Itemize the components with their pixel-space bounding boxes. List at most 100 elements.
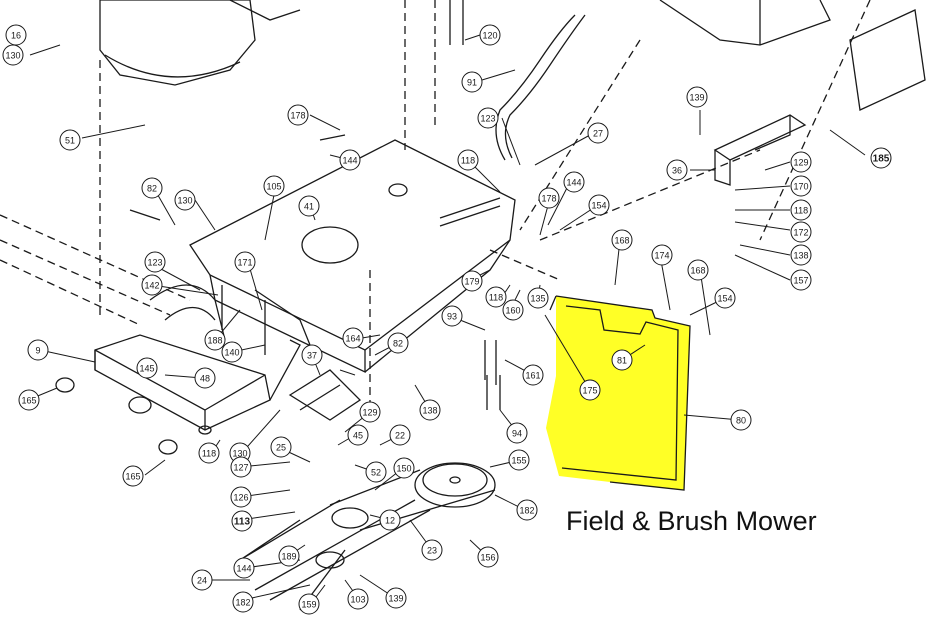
callout-150: 150 bbox=[393, 457, 415, 479]
callout-label: 168 bbox=[690, 266, 705, 276]
callout-circle bbox=[502, 299, 524, 321]
callout-circle bbox=[379, 509, 401, 531]
callout-circle bbox=[790, 151, 812, 173]
callout-123: 123 bbox=[477, 107, 499, 129]
callout-circle bbox=[204, 329, 226, 351]
callout-label: 37 bbox=[307, 351, 317, 361]
callout-circle bbox=[347, 588, 369, 610]
callout-circle bbox=[666, 159, 688, 181]
callout-label: 139 bbox=[388, 594, 403, 604]
callout-165: 165 bbox=[18, 389, 40, 411]
callout-circle bbox=[144, 251, 166, 273]
callout-circle bbox=[18, 389, 40, 411]
callout-label: 144 bbox=[236, 564, 251, 574]
callout-circle bbox=[790, 269, 812, 291]
callout-circle bbox=[790, 244, 812, 266]
callout-circle bbox=[506, 422, 528, 444]
callout-label: 160 bbox=[505, 306, 520, 316]
callout-circle bbox=[365, 461, 387, 483]
callout-label: 91 bbox=[467, 78, 477, 88]
callout-25: 25 bbox=[270, 436, 292, 458]
callout-label: 80 bbox=[736, 416, 746, 426]
callout-94: 94 bbox=[506, 422, 528, 444]
callout-129: 129 bbox=[790, 151, 812, 173]
callout-circle bbox=[611, 349, 633, 371]
callout-159: 159 bbox=[298, 593, 320, 615]
callout-label: 127 bbox=[233, 463, 248, 473]
callout-123: 123 bbox=[144, 251, 166, 273]
callout-113: 113 bbox=[231, 510, 253, 532]
callout-label: 52 bbox=[371, 468, 381, 478]
callout-label: 185 bbox=[873, 154, 890, 165]
callout-label: 182 bbox=[519, 506, 534, 516]
callout-circle bbox=[686, 86, 708, 108]
callout-139: 139 bbox=[686, 86, 708, 108]
callout-37: 37 bbox=[301, 344, 323, 366]
callout-118: 118 bbox=[457, 149, 479, 171]
callout-48: 48 bbox=[194, 367, 216, 389]
callout-label: 130 bbox=[232, 449, 247, 459]
callout-139: 139 bbox=[385, 587, 407, 609]
callout-154: 154 bbox=[714, 287, 736, 309]
callout-circle bbox=[122, 465, 144, 487]
callout-circle bbox=[270, 436, 292, 458]
callout-label: 140 bbox=[224, 348, 239, 358]
callout-label: 142 bbox=[144, 281, 159, 291]
callout-label: 174 bbox=[654, 251, 669, 261]
callout-182: 182 bbox=[232, 591, 254, 613]
callout-label: 9 bbox=[35, 346, 40, 356]
callout-circle bbox=[141, 274, 163, 296]
callout-circle bbox=[538, 187, 560, 209]
callout-circle bbox=[359, 401, 381, 423]
callout-145: 145 bbox=[136, 357, 158, 379]
callout-circle bbox=[730, 409, 752, 431]
callout-178: 178 bbox=[287, 104, 309, 126]
callout-51: 51 bbox=[59, 129, 81, 151]
callout-138: 138 bbox=[419, 399, 441, 421]
callout-41: 41 bbox=[298, 195, 320, 217]
callout-155: 155 bbox=[508, 449, 530, 471]
callout-label: 113 bbox=[234, 517, 251, 528]
callout-circle bbox=[232, 591, 254, 613]
callout-80: 80 bbox=[730, 409, 752, 431]
callout-label: 130 bbox=[5, 51, 20, 61]
callout-circle bbox=[441, 305, 463, 327]
callout-label: 41 bbox=[304, 202, 314, 212]
callout-label: 144 bbox=[566, 178, 581, 188]
callout-circle bbox=[389, 424, 411, 446]
callout-label: 182 bbox=[235, 598, 250, 608]
callout-label: 22 bbox=[395, 431, 405, 441]
callout-93: 93 bbox=[441, 305, 463, 327]
callout-label: 81 bbox=[617, 356, 627, 366]
callout-144: 144 bbox=[233, 557, 255, 579]
callout-12: 12 bbox=[379, 509, 401, 531]
callout-circle bbox=[221, 341, 243, 363]
callout-circle bbox=[174, 189, 196, 211]
callout-circle bbox=[579, 379, 601, 401]
callout-label: 118 bbox=[461, 156, 475, 166]
callout-118: 118 bbox=[790, 199, 812, 221]
callout-label: 45 bbox=[353, 431, 363, 441]
callout-label: 189 bbox=[281, 552, 296, 562]
callout-label: 126 bbox=[233, 493, 248, 503]
callout-label: 82 bbox=[393, 339, 403, 349]
highlighted-panel-80 bbox=[546, 296, 690, 490]
callout-168: 168 bbox=[611, 229, 633, 251]
callout-label: 165 bbox=[21, 396, 36, 406]
callout-circle bbox=[141, 177, 163, 199]
callout-label: 165 bbox=[125, 472, 140, 482]
callout-130: 130 bbox=[174, 189, 196, 211]
callout-circle bbox=[790, 175, 812, 197]
callout-label: 27 bbox=[593, 129, 603, 139]
callout-label: 12 bbox=[385, 516, 395, 526]
callout-174: 174 bbox=[651, 244, 673, 266]
callout-label: 154 bbox=[717, 294, 732, 304]
callout-circle bbox=[563, 171, 585, 193]
callout-circle bbox=[347, 424, 369, 446]
callout-circle bbox=[27, 339, 49, 361]
callout-label: 135 bbox=[530, 294, 545, 304]
callout-157: 157 bbox=[790, 269, 812, 291]
callout-label: 118 bbox=[794, 206, 808, 216]
callout-129: 129 bbox=[359, 401, 381, 423]
callout-label: 48 bbox=[200, 374, 210, 384]
